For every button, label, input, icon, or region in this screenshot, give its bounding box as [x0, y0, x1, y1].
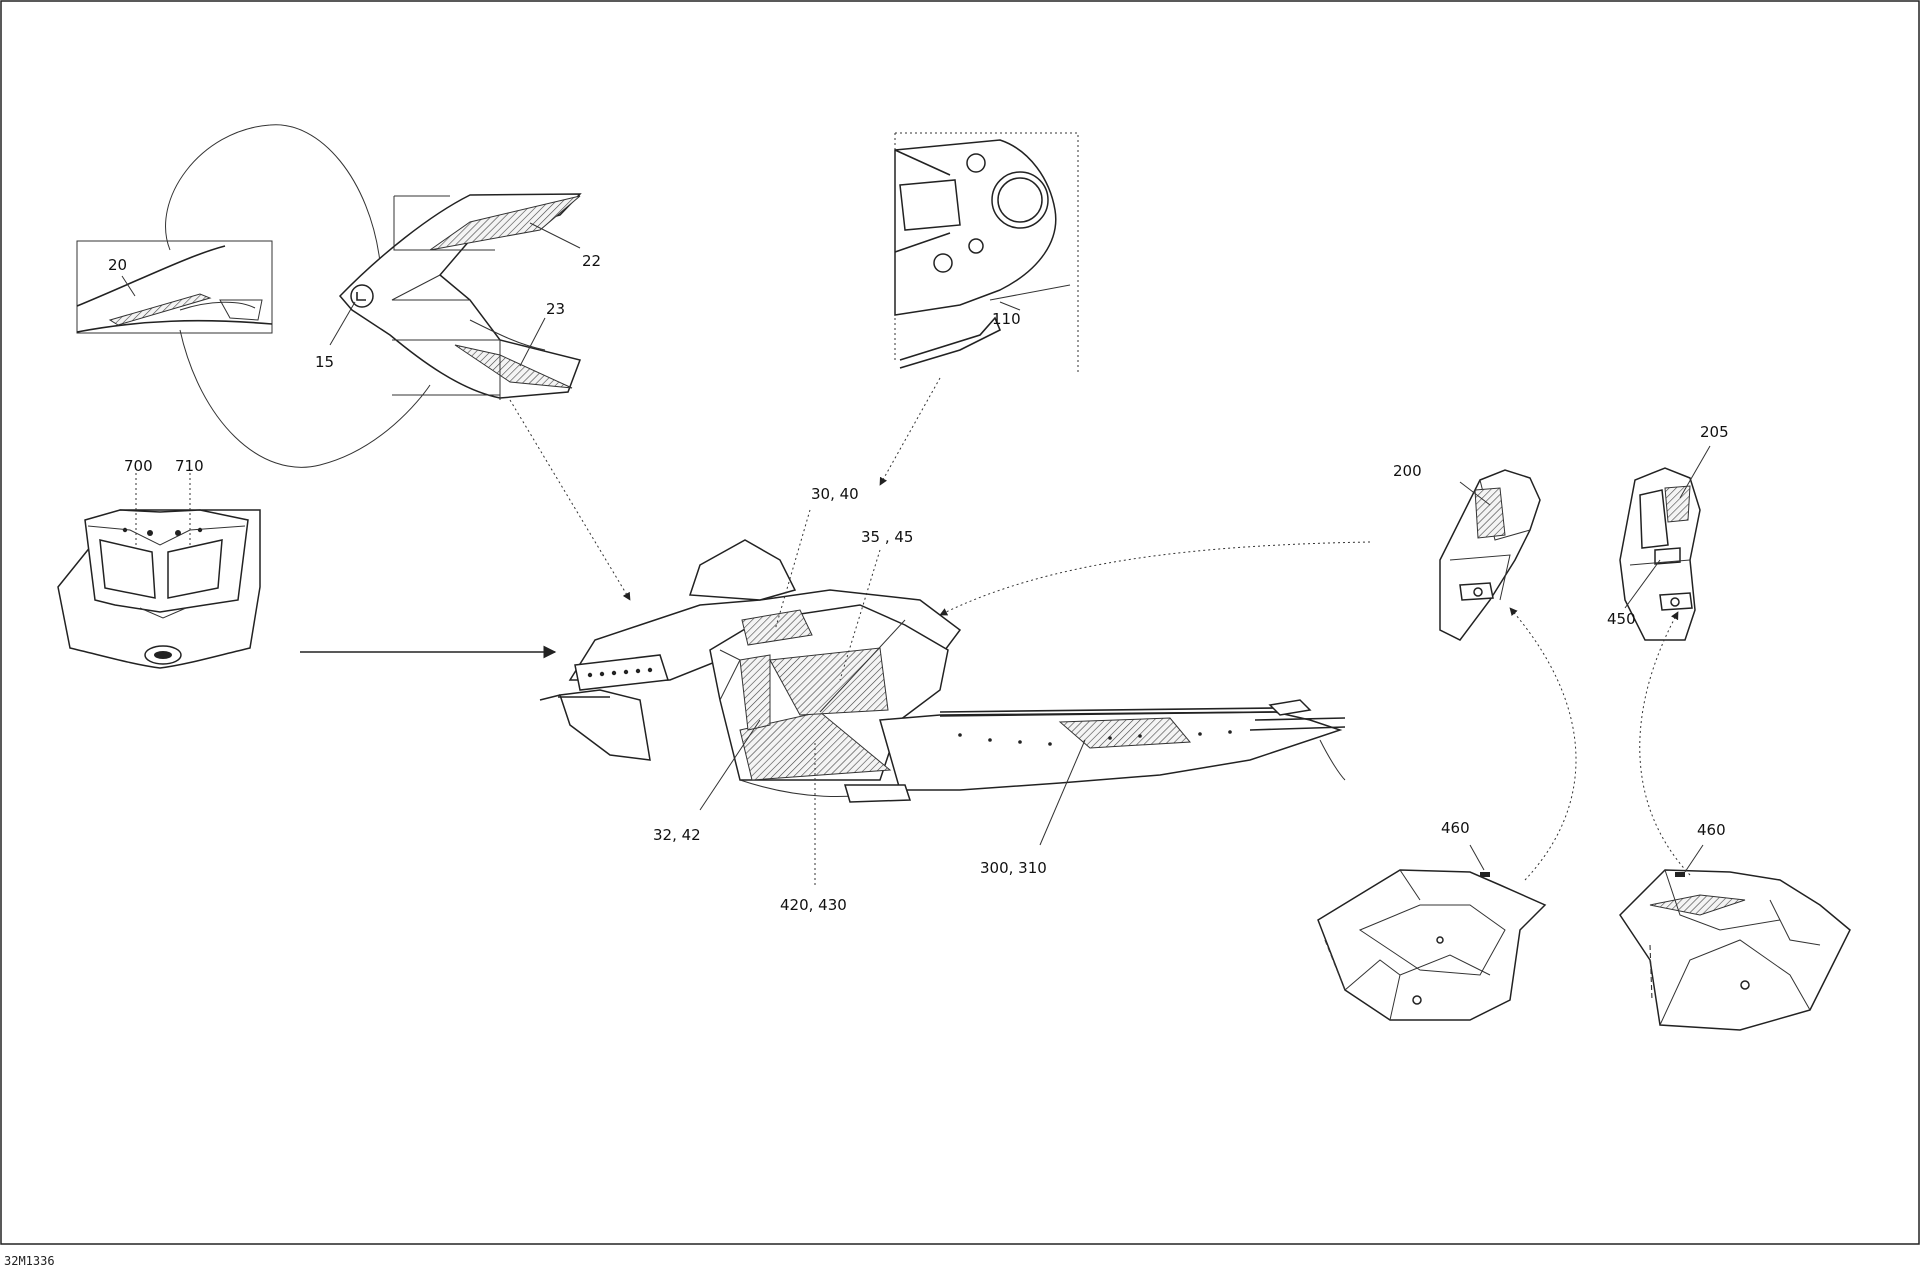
callout-200: 200 [1393, 462, 1422, 480]
decal-30-40-shape [741, 609, 813, 646]
decal-32-42-shape [739, 654, 771, 731]
callout-300-310: 300, 310 [980, 859, 1047, 877]
callout-460-left: 460 [1441, 819, 1470, 837]
callout-23: 23 [546, 300, 565, 318]
logo-badge-15 [350, 284, 374, 308]
callout-710: 710 [175, 457, 204, 475]
callout-32-42: 32, 42 [653, 826, 701, 844]
decal-460-shape [1649, 894, 1746, 916]
callout-30-40: 30, 40 [811, 485, 859, 503]
callout-460-right: 460 [1697, 821, 1726, 839]
right-side-panel-200 [1439, 469, 1541, 641]
zoom-detail-20 [76, 240, 273, 334]
callout-15: 15 [315, 353, 334, 371]
lower-panel-460-left [1317, 869, 1547, 1021]
decal-22-shape [429, 195, 581, 251]
callout-205: 205 [1700, 423, 1729, 441]
decal-200-shape [1474, 487, 1506, 539]
decal-420-430-shape [739, 711, 892, 781]
callout-labels: 20 15 22 23 110 700 710 30, 40 35 , 45 3… [4, 252, 1729, 1268]
callout-35-45: 35 , 45 [861, 528, 913, 546]
decal-35-45-shape [769, 647, 889, 716]
callout-450: 450 [1607, 610, 1636, 628]
callout-700: 700 [124, 457, 153, 475]
decal-205-shape [1664, 485, 1691, 523]
lower-panel-460-right [1619, 869, 1851, 1031]
assembly-arrows [300, 377, 1691, 881]
main-sled-body [539, 539, 1346, 803]
decal-300-310-shape [1058, 717, 1192, 749]
callout-20: 20 [108, 256, 127, 274]
dash-detail-view [894, 132, 1079, 373]
callout-420-430: 420, 430 [780, 896, 847, 914]
decal-23-shape [454, 344, 573, 389]
callout-110: 110 [992, 310, 1021, 328]
right-side-panel-205 [1619, 467, 1701, 641]
callout-22: 22 [582, 252, 601, 270]
diagram-code: 32M1336 [4, 1254, 55, 1268]
front-nose-view [57, 473, 261, 669]
callout-leaders [121, 275, 1711, 885]
side-panel-view [76, 124, 582, 468]
